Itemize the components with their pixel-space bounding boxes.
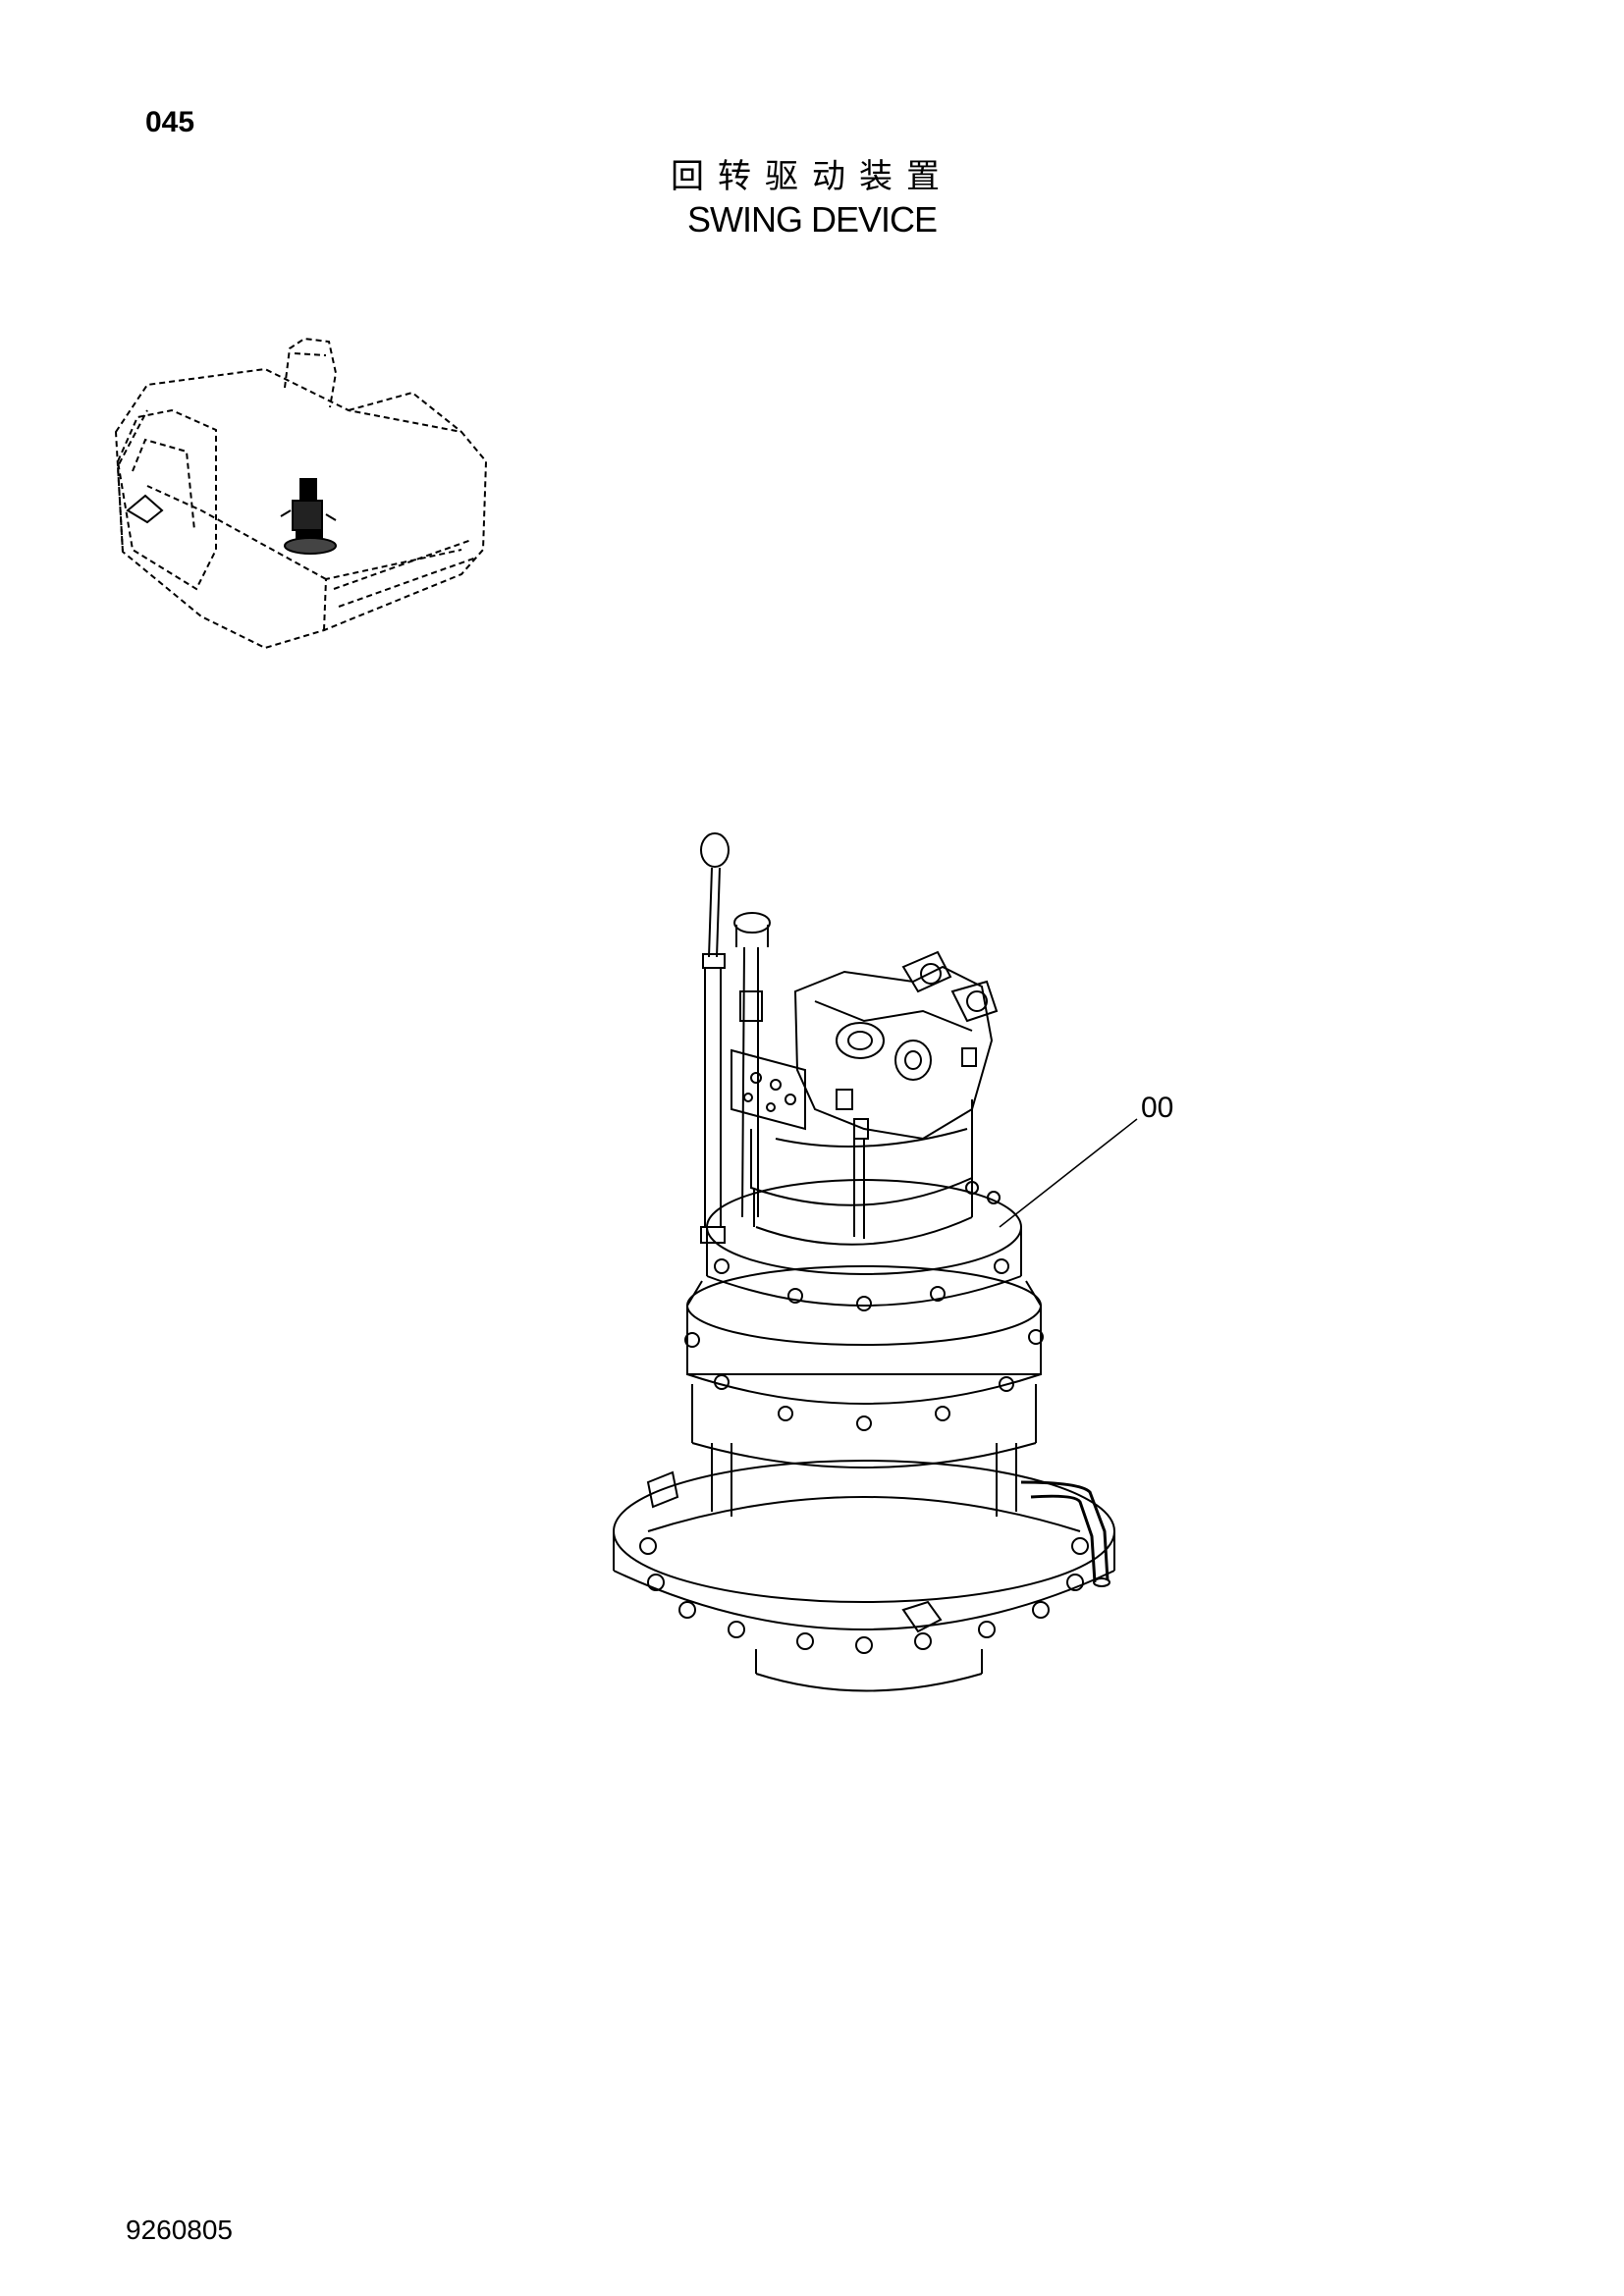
- excavator-locator-thumbnail: [114, 337, 488, 650]
- swing-device-drawing: [613, 832, 1138, 1692]
- page-title-english: SWING DEVICE: [686, 199, 938, 240]
- drawing-number: 9260805: [126, 2215, 234, 2245]
- callout-label: 00: [1141, 1092, 1174, 1124]
- page-number: 045: [145, 106, 195, 138]
- page-title-chinese: 回转驱动装置: [671, 157, 953, 196]
